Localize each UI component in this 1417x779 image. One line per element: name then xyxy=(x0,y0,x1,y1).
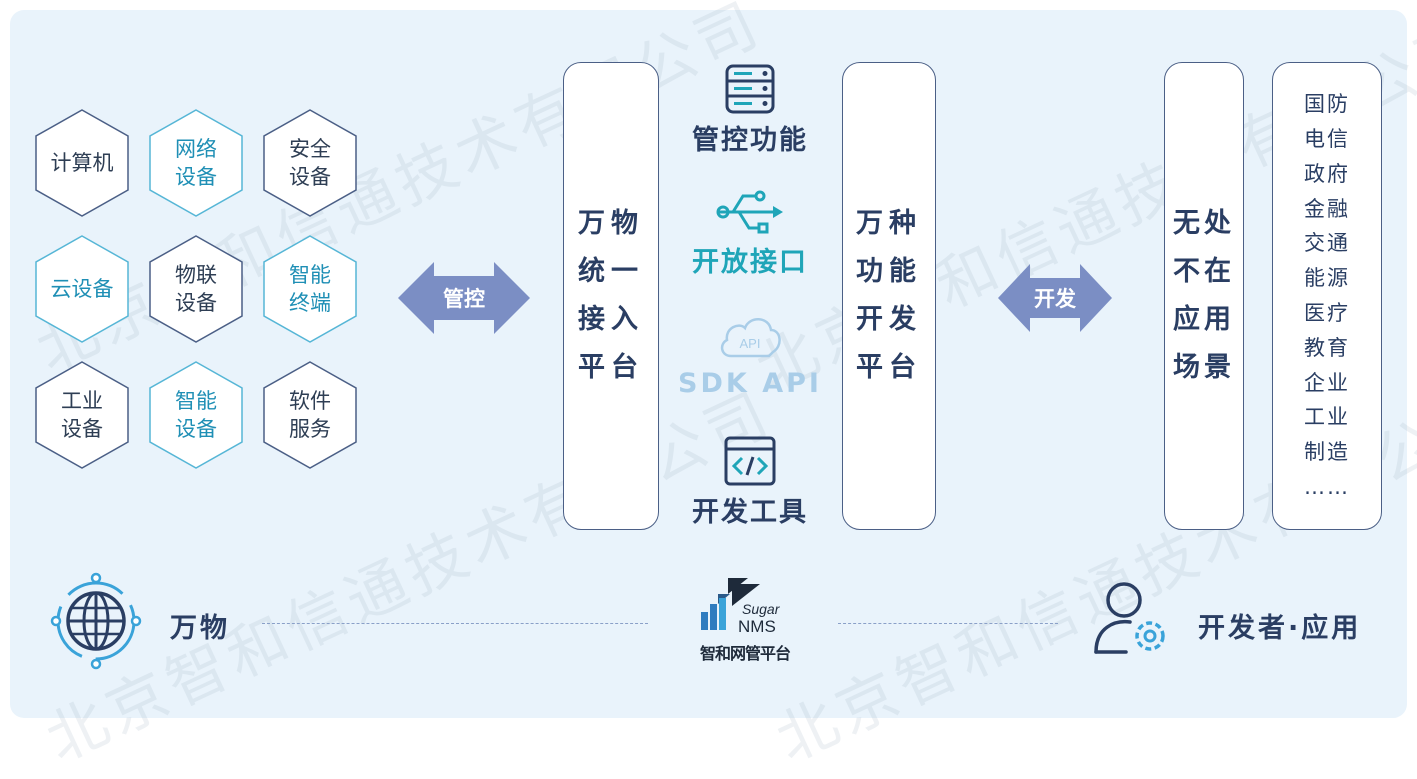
develop-arrow: 开发 xyxy=(998,264,1112,332)
device-hexagon-label: 智能 设备 xyxy=(175,389,217,441)
device-hexagon: 云设备 xyxy=(34,234,130,344)
industry-item: 交通 xyxy=(1304,231,1350,256)
control-arrow: 管控 xyxy=(398,262,530,334)
sugarnms-logo-caption: 智和网管平台 xyxy=(699,644,791,663)
industry-item: …… xyxy=(1304,474,1350,499)
device-hexagon-label: 安全 设备 xyxy=(289,137,331,189)
industry-item: 教育 xyxy=(1304,335,1350,360)
cloud-api-icon-label: API xyxy=(740,336,761,351)
industry-item: 制造 xyxy=(1304,440,1350,465)
industry-item: 能源 xyxy=(1304,266,1350,291)
sugarnms-logo-mark: Sugar NMS xyxy=(701,578,781,636)
device-hexagon-label: 云设备 xyxy=(50,277,114,301)
sugarnms-logo: Sugar NMS 智和网管平台 xyxy=(688,574,802,664)
dashed-connector-left xyxy=(262,623,648,624)
device-hexagon-label: 物联 设备 xyxy=(175,263,217,315)
device-hexagon: 网络 设备 xyxy=(148,108,244,218)
industry-item: 工业 xyxy=(1304,405,1350,430)
feature-open-interface: 开放接口 xyxy=(660,186,840,279)
device-hexagon: 计算机 xyxy=(34,108,130,218)
industry-item: 企业 xyxy=(1304,370,1350,395)
feature-label: SDK API xyxy=(678,368,822,399)
unified-access-platform-label: 万物 统一 接入 平台 xyxy=(578,208,644,383)
feature-label: 开发工具 xyxy=(692,497,808,528)
device-hexagon-label: 计算机 xyxy=(50,151,114,175)
industry-item: 电信 xyxy=(1304,127,1350,152)
device-hexagon: 物联 设备 xyxy=(148,234,244,344)
cloud-api-icon: API xyxy=(720,318,781,358)
device-hexagon: 智能 设备 xyxy=(148,360,244,470)
device-hexagon-label: 软件 服务 xyxy=(289,389,331,441)
dashed-connector-right xyxy=(838,623,1058,624)
industry-item: 医疗 xyxy=(1304,301,1350,325)
code-window-icon xyxy=(724,436,776,486)
server-icon xyxy=(725,64,775,114)
feature-dev-tools: 开发工具 xyxy=(660,436,840,529)
industry-item: 国防 xyxy=(1304,92,1350,117)
feature-label: 管控功能 xyxy=(692,125,808,156)
application-scenarios-label: 无处 不在 应用 场景 xyxy=(1173,208,1235,383)
industries-list: 国防电信政府金融交通能源医疗教育企业工业制造 …… xyxy=(1272,62,1382,530)
developer-settings-icon xyxy=(1094,582,1165,654)
device-hexagon: 安全 设备 xyxy=(262,108,358,218)
device-hexagon-label: 网络 设备 xyxy=(175,137,217,189)
device-hexagon-label: 工业 设备 xyxy=(61,389,103,441)
control-arrow-label: 管控 xyxy=(443,287,485,311)
device-hexagon: 智能 终端 xyxy=(262,234,358,344)
develop-arrow-label: 开发 xyxy=(1034,287,1076,311)
device-hexagon: 软件 服务 xyxy=(262,360,358,470)
industries-column: 国防电信政府金融交通能源医疗教育企业工业制造 …… xyxy=(1304,87,1350,505)
globe-network-icon xyxy=(50,572,142,670)
application-scenarios: 无处 不在 应用 场景 xyxy=(1164,62,1244,530)
developer-app-label: 开发者·应用 xyxy=(1198,613,1362,644)
sugarnms-logo-line2: NMS xyxy=(738,617,776,636)
industry-item: 金融 xyxy=(1304,196,1350,221)
usb-icon xyxy=(716,190,783,234)
device-hexagon: 工业 设备 xyxy=(34,360,130,470)
things-label: 万物 xyxy=(170,613,230,644)
industry-item: 政府 xyxy=(1304,161,1350,186)
device-hexagon-label: 智能 终端 xyxy=(289,263,331,315)
feature-sdk-api: API SDK API xyxy=(660,312,840,399)
feature-label: 开放接口 xyxy=(692,247,808,278)
unified-access-platform: 万物 统一 接入 平台 xyxy=(563,62,659,530)
function-dev-platform: 万种 功能 开发 平台 xyxy=(842,62,936,530)
feature-management: 管控功能 xyxy=(660,64,840,157)
function-dev-platform-label: 万种 功能 开发 平台 xyxy=(856,208,922,383)
sugarnms-logo-line1: Sugar xyxy=(742,601,781,617)
